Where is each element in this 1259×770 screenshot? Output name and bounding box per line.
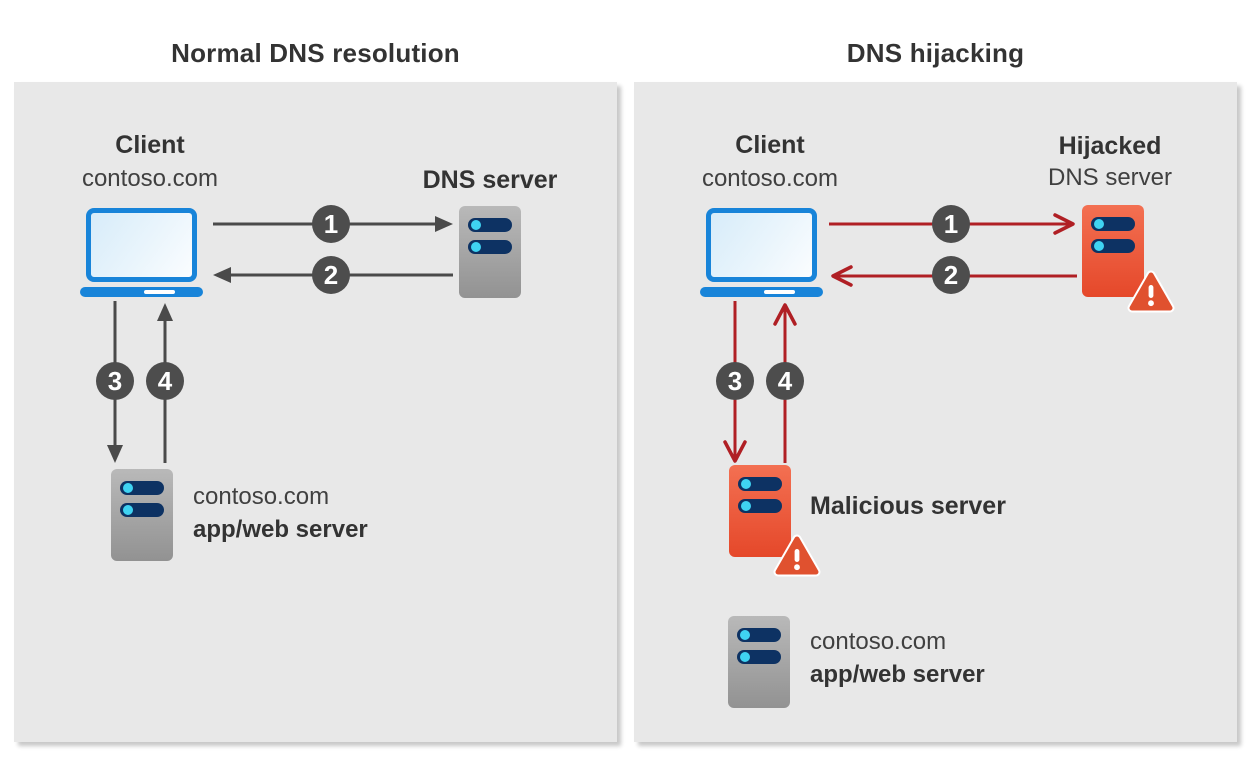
dns-server-icon	[459, 206, 521, 298]
dns-hijacking-panel: Client contoso.com Hijacked DNS server	[634, 82, 1237, 742]
server-drive-led	[468, 218, 512, 232]
server-drive-led	[737, 628, 781, 642]
app-server-domain: contoso.com	[193, 483, 330, 510]
app-server-role: app/web server	[193, 516, 368, 543]
step-badge-4: 4	[146, 362, 184, 400]
laptop-icon	[80, 208, 204, 300]
led-dot	[123, 505, 133, 515]
led-dot	[471, 242, 481, 252]
malicious-server-label: Malicious server	[810, 492, 1006, 520]
server-drive-led	[738, 477, 782, 491]
app-server-domain: contoso.com	[810, 628, 947, 655]
client-label: Client contoso.com	[50, 128, 250, 196]
step-badge-3: 3	[716, 362, 754, 400]
server-drive-led	[738, 499, 782, 513]
step-badge-4: 4	[766, 362, 804, 400]
app-web-server-label: contoso.com app/web server	[193, 480, 368, 546]
normal-dns-panel: Client contoso.com DNS server	[14, 82, 617, 742]
client-domain: contoso.com	[81, 165, 219, 192]
malicious-server-icon	[729, 465, 791, 557]
server-drive-led	[120, 481, 164, 495]
step-badge-2: 2	[312, 256, 350, 294]
laptop-screen	[706, 208, 817, 282]
laptop-screen	[86, 208, 197, 282]
server-drive-led	[120, 503, 164, 517]
led-dot	[741, 501, 751, 511]
client-label: Client contoso.com	[670, 128, 870, 196]
app-web-server-label: contoso.com app/web server	[810, 625, 985, 691]
led-dot	[740, 652, 750, 662]
led-dot	[740, 630, 750, 640]
step-badge-2: 2	[932, 256, 970, 294]
step-badge-3: 3	[96, 362, 134, 400]
led-dot	[123, 483, 133, 493]
hijacked-dns-server-label: Hijacked DNS server	[1010, 130, 1210, 194]
server-drive-led	[468, 240, 512, 254]
client-name: Client	[115, 131, 185, 159]
led-dot	[1094, 219, 1104, 229]
led-dot	[1094, 241, 1104, 251]
server-drive-led	[1091, 239, 1135, 253]
step-badge-1: 1	[932, 205, 970, 243]
laptop-icon	[700, 208, 824, 300]
warning-icon	[1127, 270, 1175, 313]
server-drive-led	[737, 650, 781, 664]
dns-server-label: DNS server	[422, 166, 558, 194]
left-panel-title: Normal DNS resolution	[171, 38, 460, 68]
led-dot	[471, 220, 481, 230]
laptop-base	[80, 287, 203, 297]
laptop-trackpad	[764, 290, 795, 294]
step-badge-1: 1	[312, 205, 350, 243]
laptop-trackpad	[144, 290, 175, 294]
led-dot	[741, 479, 751, 489]
app-web-server-icon	[728, 616, 790, 708]
app-server-role: app/web server	[810, 661, 985, 688]
hijacked-label-line2: DNS server	[1047, 164, 1173, 191]
right-panel-title: DNS hijacking	[846, 38, 1025, 68]
app-web-server-icon	[111, 469, 173, 561]
warning-icon	[773, 534, 821, 577]
hijacked-label-line1: Hijacked	[1058, 132, 1162, 160]
server-drive-led	[1091, 217, 1135, 231]
laptop-base	[700, 287, 823, 297]
hijacked-dns-server-icon	[1082, 205, 1144, 297]
client-name: Client	[735, 131, 805, 159]
client-domain: contoso.com	[701, 165, 839, 192]
